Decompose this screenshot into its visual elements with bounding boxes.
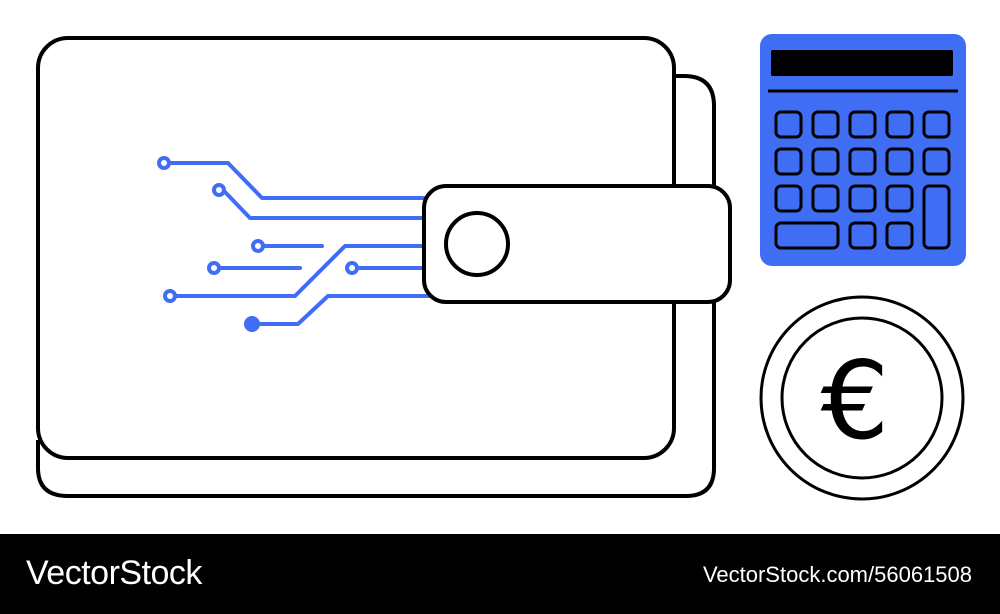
calculator-display	[771, 50, 953, 76]
euro-symbol: €	[821, 339, 890, 464]
illustration: €	[36, 34, 966, 501]
calculator-icon	[760, 34, 966, 266]
clasp-button-icon	[444, 211, 510, 277]
footer-bar: VectorStock VectorStock.com/56061508	[0, 534, 1000, 614]
brand-logo: VectorStock	[26, 554, 202, 592]
image-id-label: VectorStock.com/56061508	[702, 562, 972, 587]
wallet-back-layer	[36, 74, 716, 498]
wallet-clasp	[422, 184, 732, 304]
euro-coin-icon: €	[759, 295, 965, 501]
circuit-traces-icon	[157, 156, 432, 332]
